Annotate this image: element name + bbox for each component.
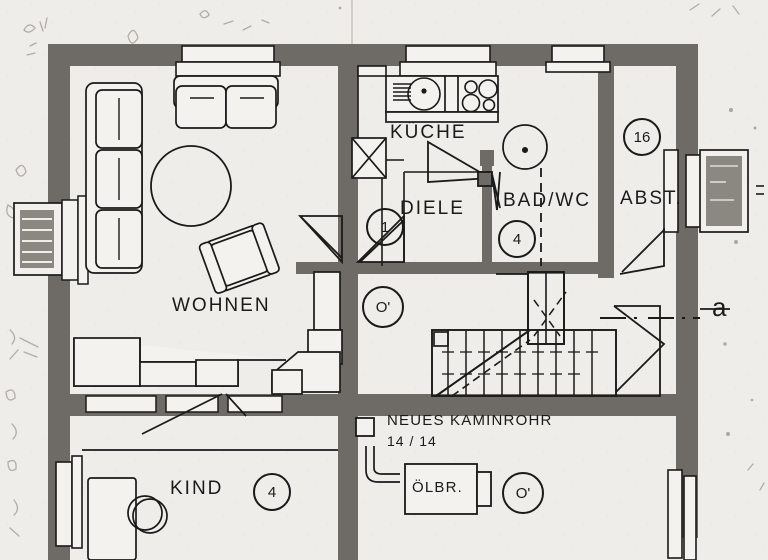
room-label-diele: DIELE bbox=[400, 198, 465, 219]
margin-speckles bbox=[338, 6, 757, 436]
marker-abst: 16 bbox=[623, 118, 661, 156]
annotation-section-mark-a: a bbox=[712, 292, 728, 322]
window-right bbox=[663, 149, 764, 233]
bath-round-fixture bbox=[502, 124, 548, 170]
window-bottom-right bbox=[667, 469, 697, 560]
kind-bed bbox=[87, 477, 137, 560]
kind-stool bbox=[127, 495, 168, 534]
marker-outlet-diele: O' bbox=[362, 286, 404, 328]
kitchen-sink bbox=[393, 77, 441, 111]
window-top-2 bbox=[399, 45, 497, 77]
kueche-door bbox=[427, 140, 494, 183]
wohnen-door bbox=[299, 215, 343, 259]
kind-door-leader bbox=[141, 393, 247, 435]
window-top-3 bbox=[545, 45, 611, 73]
lower-right-outline bbox=[613, 305, 666, 397]
room-label-kind: KIND bbox=[170, 478, 224, 499]
marker-outlet-oelbr: O' bbox=[502, 472, 544, 514]
staircase bbox=[431, 271, 617, 397]
oil-burner-pipe bbox=[365, 446, 400, 483]
annotation-kaminrohr-dimension: 14 / 14 bbox=[387, 433, 437, 449]
chimney-flue bbox=[355, 417, 375, 437]
annotation-kaminrohr: NEUES KAMINROHR bbox=[387, 412, 553, 429]
marker-badwc: 4 bbox=[498, 220, 536, 258]
annotation-oelbrenner: ÖLBR. bbox=[412, 479, 464, 496]
kitchen-counter bbox=[385, 75, 499, 123]
room-label-badwc: BAD/WC bbox=[503, 190, 591, 211]
window-left bbox=[13, 195, 89, 285]
living-cabinets bbox=[73, 337, 286, 387]
window-wohnen-bottom bbox=[85, 395, 283, 413]
kitchen-stove bbox=[461, 79, 498, 113]
living-sofa-top bbox=[173, 75, 279, 129]
living-sofa-left bbox=[85, 82, 143, 274]
kitchen-cabinet-crossed bbox=[351, 137, 387, 179]
marker-kind: 4 bbox=[253, 473, 291, 511]
living-right-units bbox=[271, 271, 343, 395]
margin-pencil-scribbles bbox=[5, 3, 765, 537]
room-label-abst: ABST. bbox=[620, 188, 683, 209]
living-table bbox=[150, 145, 232, 227]
kueche-top-shelf bbox=[357, 65, 387, 77]
window-bottom-left bbox=[55, 455, 83, 549]
room-label-kueche: KÜCHE bbox=[390, 122, 467, 143]
section-line-a bbox=[600, 308, 730, 319]
oil-burner bbox=[404, 463, 492, 515]
abst-door bbox=[619, 228, 665, 275]
room-label-wohnen: WOHNEN bbox=[172, 295, 271, 316]
living-armchair bbox=[198, 222, 280, 294]
marker-diele: 1 bbox=[366, 208, 404, 246]
window-top-1 bbox=[175, 45, 281, 77]
bad-door bbox=[477, 171, 501, 211]
